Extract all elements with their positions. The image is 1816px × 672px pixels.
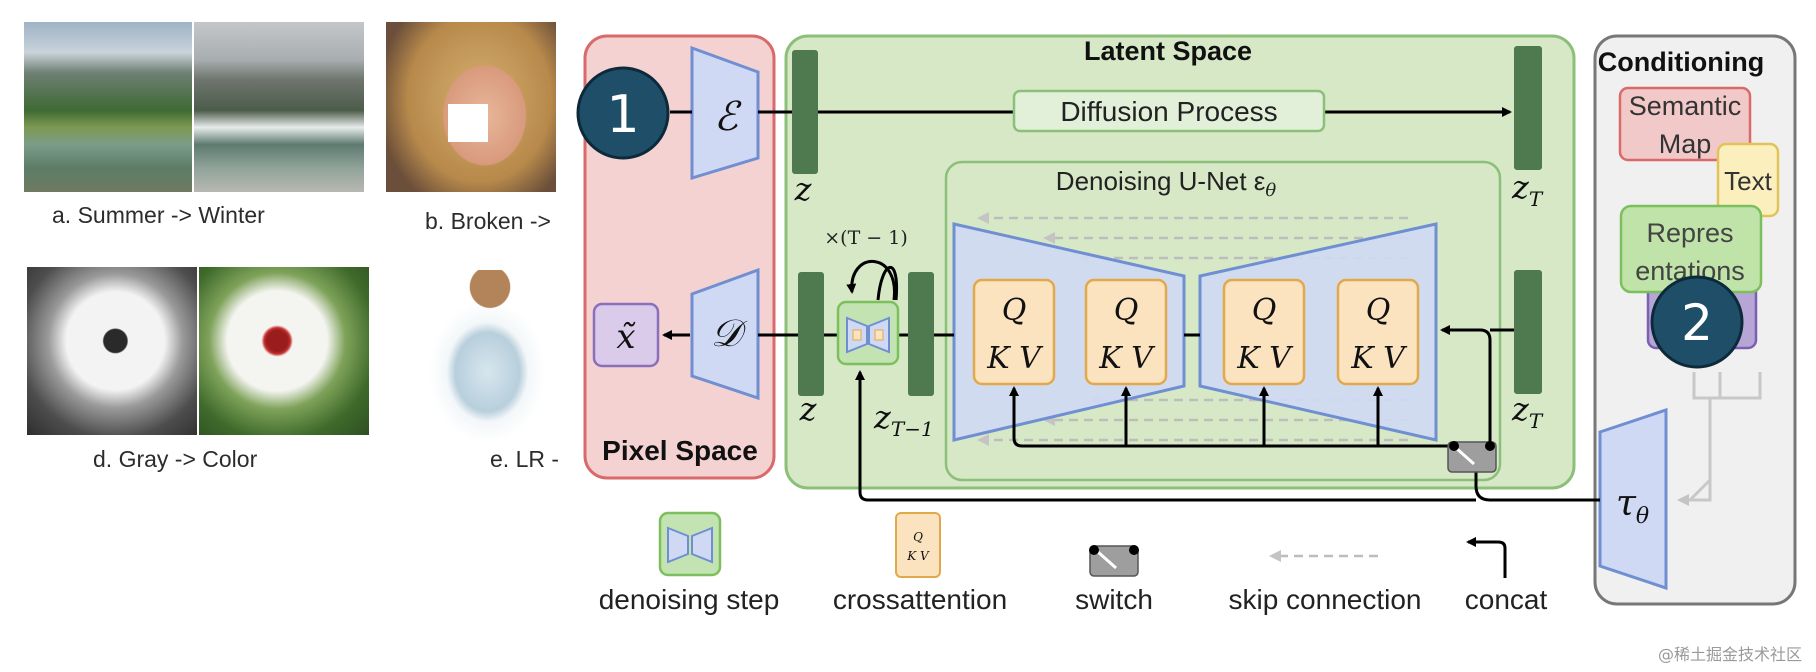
zT1-label: zT−1 <box>873 398 934 441</box>
tau-label: τθ <box>1616 483 1649 529</box>
zT1-bar <box>908 272 934 396</box>
step-core-2 <box>874 329 884 341</box>
caption-summer-winter: a. Summer -> Winter <box>52 202 265 228</box>
watermark: @稀土掘金技术社区 <box>1658 645 1802 664</box>
unet-title: Denoising U-Net εθ <box>1056 166 1277 201</box>
repeat-loop <box>846 259 896 301</box>
attention-block-4: Q K V <box>1336 278 1420 386</box>
semantic-label: Semantic <box>1629 91 1742 121</box>
svg-text:denoising step: denoising step <box>599 584 780 615</box>
svg-text:K V: K V <box>1236 341 1294 376</box>
svg-text:Q: Q <box>1114 293 1139 328</box>
x-tilde-label: x̃ <box>616 317 636 357</box>
conditioning-arrow <box>1677 470 1712 506</box>
svg-text:Q: Q <box>1366 293 1391 328</box>
encoder-symbol: ℰ <box>714 94 742 140</box>
color-flower-photo <box>199 267 369 435</box>
conditioning-feed-lines <box>855 325 1600 502</box>
legend-switch: switch <box>1075 545 1153 615</box>
zT-label-top: zT <box>1511 168 1544 211</box>
z-label-top: z <box>794 170 813 208</box>
svg-text:2: 2 <box>1681 294 1713 352</box>
repeat-loop-arrow <box>876 266 899 301</box>
svg-text:1: 1 <box>606 85 639 145</box>
caption-gray-color: d. Gray -> Color <box>93 446 258 472</box>
z-bar-top <box>792 50 818 174</box>
times-T-label: ×(T − 1) <box>824 227 908 249</box>
gray-flower-photo <box>27 267 197 435</box>
zT-bar-bottom <box>1514 270 1542 394</box>
legend-denoising-step: denoising step <box>599 511 780 615</box>
svg-text:Q: Q <box>1002 293 1027 328</box>
svg-text:K V: K V <box>1350 341 1408 376</box>
semantic-map-box <box>1618 86 1752 162</box>
latent-space-title: Latent Space <box>1084 36 1252 66</box>
tau-encoder <box>1598 407 1668 591</box>
svg-text:K V: K V <box>1098 341 1156 376</box>
jar-photo <box>425 270 555 440</box>
caption-broken: b. Broken -> <box>425 208 551 234</box>
svg-text:skip connection: skip connection <box>1228 584 1421 615</box>
caption-lr: e. LR - <box>490 446 560 472</box>
attention-block-1: Q K V <box>972 278 1056 386</box>
pixel-space-title: Pixel Space <box>602 435 758 466</box>
map-label: Map <box>1659 129 1712 159</box>
diffusion-process-box <box>1012 89 1326 133</box>
z-bar-bottom <box>798 272 824 396</box>
conditioning-merge-lines <box>1688 372 1762 502</box>
text-label: Text <box>1724 166 1772 196</box>
zT-label-bottom: zT <box>1511 390 1544 433</box>
svg-text:crossattention: crossattention <box>833 584 1007 615</box>
attention-block-3: Q K V <box>1222 278 1306 386</box>
badge-1: 1 <box>576 66 670 160</box>
encoder-block <box>690 45 760 181</box>
switch-lever <box>1455 446 1475 466</box>
svg-text:switch: switch <box>1075 584 1153 615</box>
x-tilde-box <box>592 302 660 368</box>
z-label-bottom: z <box>799 390 818 428</box>
conditioning-title: Conditioning <box>1598 47 1764 77</box>
legend-concat: concat <box>1465 537 1548 615</box>
switch-node-left <box>1449 441 1459 451</box>
legend-crossattention: Q K V crossattention <box>833 512 1007 615</box>
switch-box <box>1447 441 1497 473</box>
svg-text:K V: K V <box>986 341 1044 376</box>
mask-square <box>448 104 488 142</box>
attention-block-2: Q K V <box>1084 278 1168 386</box>
switch-node-right <box>1485 441 1495 451</box>
zT-bar-top <box>1514 46 1542 170</box>
summer-photo <box>24 22 192 192</box>
diffusion-process-label: Diffusion Process <box>1060 96 1277 127</box>
svg-text:Q: Q <box>1252 293 1277 328</box>
badge-2: 2 <box>1650 275 1744 369</box>
svg-text:concat: concat <box>1465 584 1548 615</box>
winter-photo <box>194 22 364 192</box>
repres-label: Repres <box>1646 218 1733 248</box>
step-core <box>852 329 862 341</box>
decoder-block <box>690 267 760 401</box>
svg-text:Q: Q <box>913 530 923 544</box>
svg-text:K V: K V <box>906 549 930 563</box>
legend-skip-connection: skip connection <box>1228 550 1422 615</box>
